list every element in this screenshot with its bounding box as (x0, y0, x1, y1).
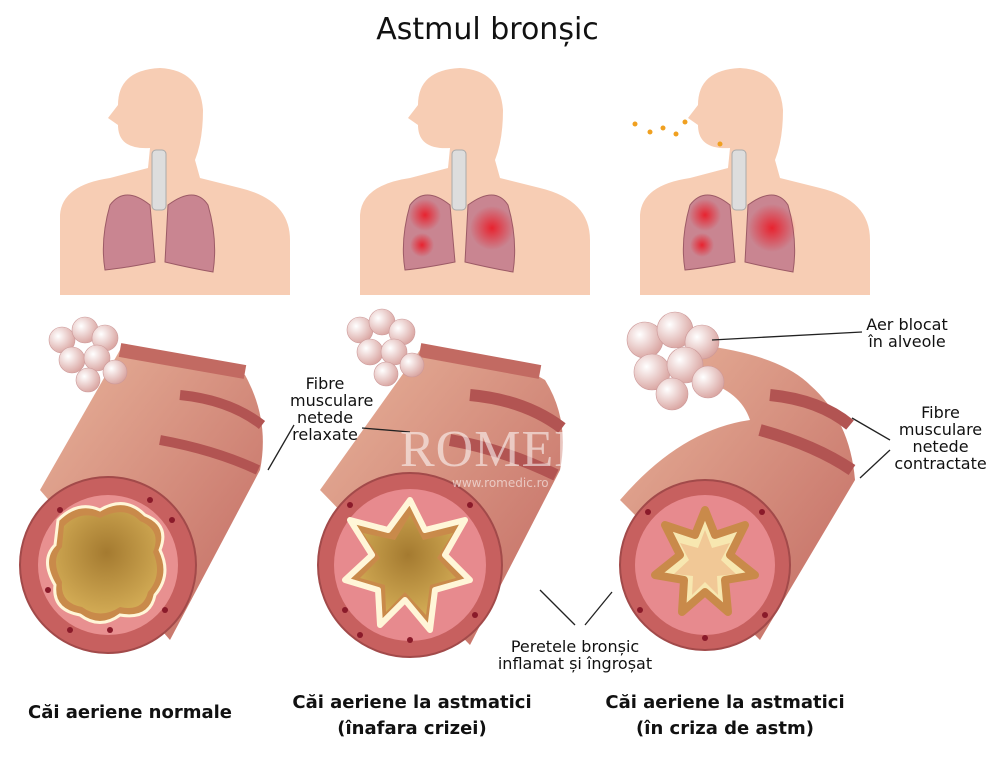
label-line: contractate (894, 454, 987, 473)
label-trapped-air: Aer blocat în alveole (862, 316, 952, 350)
caption-line: (înafara crizei) (337, 718, 487, 739)
label-line: netede (912, 437, 969, 456)
airway-asthma-outside-crisis (317, 308, 566, 658)
inflammation-spot (409, 199, 441, 231)
label-line: Peretele bronșic (510, 637, 640, 656)
left-lung (102, 194, 156, 271)
label-line: Fibre (305, 374, 345, 393)
caption-asthma-outside-crisis: Căi aeriene la astmatici (înafara crizei… (292, 690, 532, 742)
airway-asthma-crisis (619, 311, 856, 651)
watermark-url: www.romedic.ro (452, 476, 549, 490)
label-line: Fibre (921, 403, 960, 422)
page-title: Astmul bronșic (376, 12, 599, 47)
label-contracted-fibers: Fibre musculare netede contractate (893, 404, 988, 472)
alveoli-cluster (48, 316, 128, 393)
label-line: în alveole (868, 332, 946, 351)
label-line: inflamat și îngroșat (497, 654, 653, 673)
caption-line: Căi aeriene la astmatici (605, 692, 845, 713)
label-line: Aer blocat (866, 315, 948, 334)
caption-line: Căi aeriene la astmatici (292, 692, 532, 713)
caption-line: (în criza de astm) (636, 718, 814, 739)
label-line: relaxate (292, 425, 358, 444)
body-asthma-outside-crisis (360, 68, 590, 295)
leader-lines (267, 331, 891, 626)
body-normal (60, 68, 290, 295)
right-lung (164, 194, 216, 273)
label-line: netede (296, 408, 354, 427)
label-inflamed-wall: Peretele bronșic inflamat și îngroșat (495, 638, 655, 672)
trachea (151, 149, 167, 211)
caption-asthma-crisis: Căi aeriene la astmatici (în criza de as… (605, 690, 845, 742)
label-line: musculare (290, 391, 374, 410)
exhaled-air-dots (632, 119, 723, 147)
caption-normal: Căi aeriene normale (27, 702, 233, 723)
label-relaxed-fibers: Fibre musculare netede relaxate (290, 374, 374, 444)
airway-normal (19, 316, 266, 654)
body-asthma-crisis (632, 68, 870, 295)
trapped-air-alveoli (626, 311, 725, 411)
label-line: musculare (898, 420, 983, 439)
watermark-brand: ROMEDIC (400, 421, 647, 478)
